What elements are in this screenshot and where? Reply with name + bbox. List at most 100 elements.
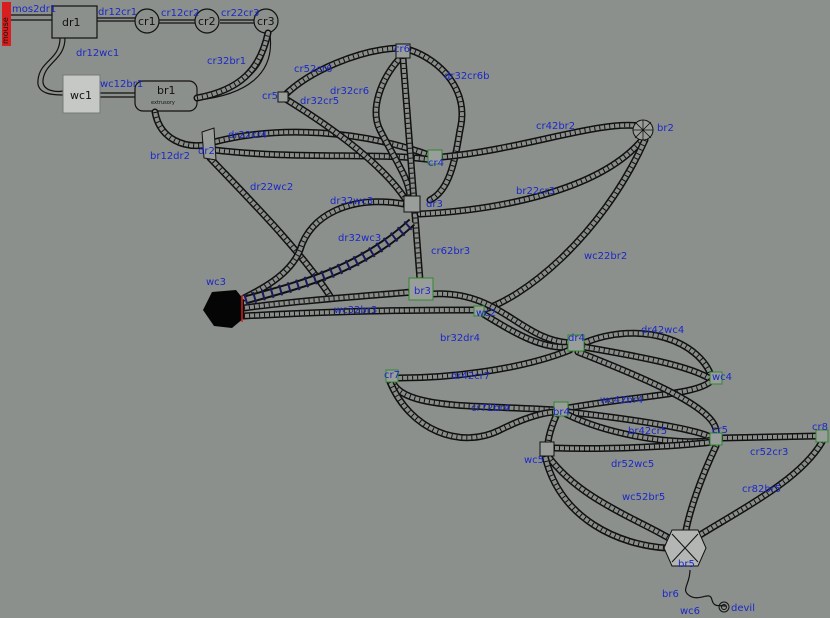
corridor-dr2-cr4b <box>210 146 436 164</box>
corridor-cr7-br4b <box>386 378 560 442</box>
node-br1-sublabel: extrusory <box>151 100 175 106</box>
junction-dr4[interactable] <box>567 334 585 352</box>
corridor-br4-wc5 <box>544 412 560 448</box>
label-wc52br5: wc52br5 <box>622 492 665 503</box>
corridor-br3-dr4 <box>428 290 574 347</box>
label-cr6: cr6 <box>394 44 410 55</box>
label-wc4: wc4 <box>712 372 732 383</box>
node-dr1-label: dr1 <box>62 16 81 29</box>
junction-br2[interactable] <box>632 119 654 141</box>
label-dr22wc2: dr22wc2 <box>250 182 293 193</box>
label-wc2: wc2 <box>476 308 496 319</box>
label-wc42br4: wc42br4 <box>600 395 643 406</box>
label-dr3: dr3 <box>426 199 443 210</box>
label-dr52wc5: dr52wc5 <box>611 459 654 470</box>
junction-dr2[interactable] <box>201 127 217 161</box>
label-dr32wc3b: dr32wc3 <box>338 233 381 244</box>
label-dr12wc1: dr12wc1 <box>76 48 119 59</box>
label-dr12cr1: dr12cr1 <box>98 7 137 18</box>
corridor-dr4-cr7 <box>394 346 574 382</box>
node-wc3[interactable] <box>203 290 244 328</box>
corridor-cr7-br4 <box>388 376 560 414</box>
corridor-cr6-dr3 <box>372 54 414 202</box>
corridor-cr6-br3 <box>399 54 424 284</box>
junction-cr4[interactable] <box>427 149 443 165</box>
node-br1[interactable]: br1 extrusory <box>134 80 198 112</box>
label-dr22cr4: dr22cr4 <box>228 130 267 141</box>
corridor-dr2-cr4 <box>210 128 436 160</box>
corridor-tubes <box>151 29 826 552</box>
corridor-wc2-dr4 <box>476 308 574 351</box>
corridor-br4-cr5 <box>564 408 716 442</box>
label-dr32cr6: dr32cr6 <box>330 86 369 97</box>
mouse-tag: mouse <box>1 2 11 46</box>
label-wc22br2: wc22br2 <box>584 251 627 262</box>
label-cr22cr3: cr22cr3 <box>221 8 259 19</box>
corridor-dr3-wc3 <box>240 198 408 302</box>
label-br22cr3: br22cr3 <box>516 186 555 197</box>
label-wc5: wc5 <box>524 455 544 466</box>
node-cr1-label: cr1 <box>138 15 156 28</box>
node-cr2-label: cr2 <box>198 15 216 28</box>
node-wc1[interactable]: wc1 <box>62 74 101 114</box>
corridor-cr5-cr6 <box>280 44 402 100</box>
corridor-br1-dr2 <box>151 108 209 150</box>
label-br42cr5: br42cr5 <box>628 426 667 437</box>
label-cr8: cr8 <box>812 422 828 433</box>
corridor-br2-wc2 <box>478 136 649 314</box>
label-wc6: wc6 <box>680 606 700 617</box>
label-dr42cr7: dr42cr7 <box>451 371 490 382</box>
node-cr2[interactable]: cr2 <box>194 8 220 34</box>
label-dr32cr5: dr32cr5 <box>300 96 339 107</box>
label-cr42br2: cr42br2 <box>536 121 575 132</box>
junction-cr7[interactable] <box>385 369 399 383</box>
junction-cr6[interactable] <box>395 43 411 59</box>
corridor-cr6-loop <box>406 46 466 204</box>
label-br6: br6 <box>662 589 679 600</box>
junction-wc5[interactable] <box>539 441 555 457</box>
junction-cr5b[interactable] <box>709 432 723 446</box>
junction-wc4[interactable] <box>709 371 723 385</box>
junction-dr3[interactable] <box>403 195 421 213</box>
label-cr5: cr5 <box>262 91 278 102</box>
corridor-cr4-br2 <box>438 121 644 161</box>
corridor-cr5-br5 <box>682 442 720 534</box>
label-cr32br1: cr32br1 <box>207 56 246 67</box>
node-cr3[interactable]: cr3 <box>253 8 279 34</box>
corridor-cr5-dr3 <box>280 94 410 204</box>
corridor-wc3-wc2 <box>240 306 482 320</box>
label-cr7: cr7 <box>384 370 400 381</box>
label-wc32br3: wc32br3 <box>334 305 377 316</box>
junctions <box>201 43 829 567</box>
label-br3: br3 <box>414 286 431 297</box>
junction-cr5[interactable] <box>277 91 289 103</box>
node-cr1[interactable]: cr1 <box>134 8 160 34</box>
junction-wc2[interactable] <box>473 305 485 317</box>
label-wc12br1: wc12br1 <box>100 79 143 90</box>
node-wc1-label: wc1 <box>70 89 92 102</box>
label-cr52cr6: cr52cr6 <box>294 64 332 75</box>
devil-tail <box>685 569 730 613</box>
junction-br3[interactable] <box>408 277 434 301</box>
node-dr1[interactable]: dr1 <box>51 5 98 39</box>
corridor-dr4-wc4 <box>580 329 716 382</box>
label-wc3: wc3 <box>206 277 226 288</box>
corridor-dr32wc3 <box>243 217 416 306</box>
label-br4: br4 <box>553 407 570 418</box>
corridor-dr4-wc4b <box>580 343 716 384</box>
label-dr32cr6b: dr32cr6b <box>444 71 490 82</box>
corridor-dr3-br2 <box>416 136 646 218</box>
label-cr5b: cr5 <box>712 425 728 436</box>
labels: mos2dr1 dr12cr1 cr12cr2 cr22cr3 dr12wc1 … <box>12 4 828 617</box>
junction-br5[interactable] <box>663 529 707 567</box>
corridor-wc5-br5 <box>544 452 676 544</box>
label-cr82br5: cr82br5 <box>742 484 781 495</box>
corridor-dr4-cr5 <box>574 348 720 438</box>
label-cr12cr2: cr12cr2 <box>161 8 199 19</box>
junction-br4[interactable] <box>553 401 569 417</box>
label-dr4: dr4 <box>568 333 585 344</box>
corridor-wc3-br3 <box>240 288 416 312</box>
junction-cr8[interactable] <box>815 429 829 443</box>
corridor-cr8-br5 <box>696 438 826 539</box>
corridor-cr5-cr8 <box>718 432 822 442</box>
